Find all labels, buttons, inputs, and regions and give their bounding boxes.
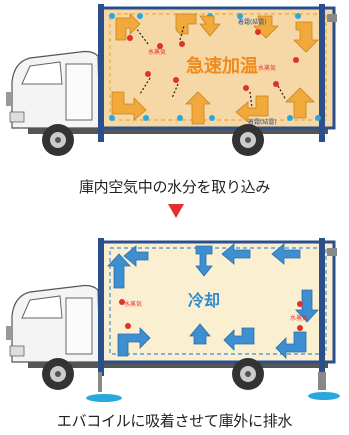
cooling-caption: エバコイルに吸着させて庫外に排水 <box>56 412 293 430</box>
down-arrow-icon <box>168 204 184 218</box>
rear-wheel <box>232 358 264 390</box>
absorb-arrows <box>135 25 287 109</box>
vapor-dots <box>119 299 303 331</box>
condensation-label-bottom: 着霜(結露) <box>248 118 277 126</box>
heating-caption: 庫内空気中の水分を取り込み <box>78 178 271 196</box>
rear-latch <box>327 14 337 22</box>
rear-latch <box>327 248 337 256</box>
cooling-truck-svg: 水蒸気 水蒸気 冷却 <box>6 238 340 402</box>
chassis <box>28 128 328 134</box>
vapor-dots <box>127 29 299 91</box>
heat-flow-arrows <box>111 13 319 125</box>
rear-wheel <box>232 124 264 156</box>
truck-cab <box>6 50 101 129</box>
front-wheel <box>42 358 74 390</box>
front-wheel <box>42 124 74 156</box>
cooling-title: 冷却 <box>188 291 220 310</box>
front-post <box>98 4 104 142</box>
rear-post <box>319 238 325 376</box>
truck-cab <box>6 284 101 363</box>
vapor-label-1: 水蒸気 <box>124 300 142 308</box>
inner-dashed-border <box>109 247 327 355</box>
heating-truck-svg: 着霜(結露) 着霜(結露) 水蒸気 水蒸気 急速加温 <box>6 4 337 156</box>
chassis <box>28 362 328 368</box>
drain-pipe-rear <box>318 372 326 390</box>
front-post <box>98 238 104 376</box>
rear-post <box>319 4 325 142</box>
inner-dashed-border <box>109 13 327 121</box>
heating-diagram: 着霜(結露) 着霜(結露) 水蒸気 水蒸気 急速加温 <box>0 0 349 170</box>
vapor-label-2: 水蒸気 <box>290 314 308 322</box>
vapor-label-2: 水蒸気 <box>258 64 276 72</box>
water-puddle-rear <box>308 392 340 400</box>
cooling-diagram: 水蒸気 水蒸気 冷却 <box>0 232 349 404</box>
vapor-label-1: 水蒸気 <box>148 48 166 56</box>
cool-flow-arrows <box>107 243 319 359</box>
heating-title: 急速加温 <box>186 55 258 77</box>
water-puddle-front <box>86 394 122 402</box>
condensation-label-top: 着霜(結露) <box>238 18 267 26</box>
drain-pipe-front <box>98 372 102 392</box>
